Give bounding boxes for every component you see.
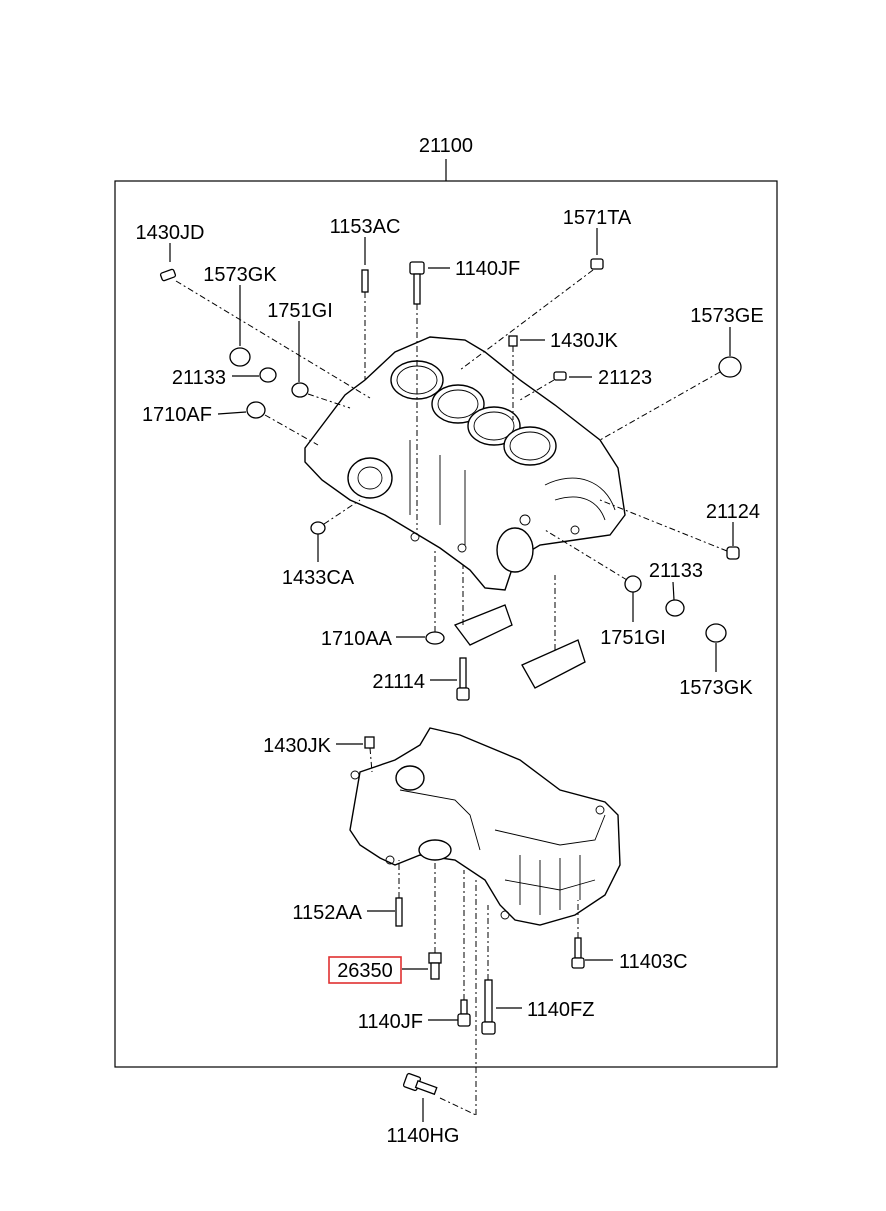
- label-1710af: 1710AF: [142, 404, 212, 426]
- label-1430jk-b: 1430JK: [263, 735, 331, 757]
- label-1430jk-a: 1430JK: [550, 330, 618, 352]
- label-21114: 21114: [372, 671, 425, 693]
- bearing-cap-2: [521, 639, 586, 689]
- label-1573gk-a: 1573GK: [203, 264, 277, 286]
- part-1433ca: [310, 521, 326, 535]
- bolt-11403c: [571, 937, 585, 969]
- label-1153ac: 1153AC: [330, 216, 401, 238]
- bolt-21114: [456, 657, 470, 701]
- dowel-pin-1430jd: [159, 268, 177, 282]
- label-1710aa: 1710AA: [321, 628, 393, 650]
- lower-crankcase: [349, 727, 621, 926]
- cylinder-block: [304, 336, 626, 591]
- label-1751gi-a: 1751GI: [267, 300, 333, 322]
- plug-21133-b: [665, 599, 685, 617]
- bolt-1140jf-bottom: [457, 999, 471, 1027]
- cap-1573gk-b: [705, 623, 727, 643]
- stud-1152aa: [395, 897, 403, 927]
- cap-1573ge: [718, 356, 742, 378]
- oring-1710aa: [425, 631, 445, 645]
- label-21123: 21123: [598, 367, 652, 389]
- assembly-frame: [114, 180, 778, 1068]
- label-1140hg: 1140HG: [386, 1125, 459, 1147]
- label-26350[interactable]: 26350: [337, 960, 393, 982]
- oring-1710af: [246, 401, 266, 419]
- label-1573ge: 1573GE: [690, 305, 763, 327]
- bolt-1140jf-top: [409, 261, 425, 305]
- label-1140fz: 1140FZ: [527, 999, 594, 1021]
- label-21133-a: 21133: [172, 367, 226, 389]
- cap-1573gk-a: [229, 347, 251, 367]
- label-1571ta: 1571TA: [563, 207, 632, 229]
- label-1140jf-a: 1140JF: [455, 258, 520, 280]
- highlight-box-26350[interactable]: [328, 956, 402, 984]
- part-21123: [553, 371, 567, 381]
- gasket-1751gi-b: [624, 575, 642, 593]
- label-11403c: 11403C: [619, 951, 688, 973]
- label-1751gi-b: 1751GI: [600, 627, 666, 649]
- label-1433ca: 1433CA: [282, 567, 355, 589]
- bolt-1140fz: [481, 979, 496, 1035]
- stud-1153ac: [361, 269, 369, 293]
- label-21133-b: 21133: [649, 560, 703, 582]
- label-1430jd: 1430JD: [136, 222, 205, 244]
- bolt-1140hg: [402, 1072, 438, 1096]
- plug-21133-a: [259, 367, 277, 383]
- assembly-label: 21100: [419, 135, 473, 157]
- label-1573gk-b: 1573GK: [679, 677, 753, 699]
- part-21124: [726, 546, 740, 560]
- plug-26350: [428, 952, 442, 980]
- bearing-cap-1: [453, 604, 513, 646]
- gasket-1751gi-a: [291, 382, 309, 398]
- label-1152aa: 1152AA: [292, 902, 362, 924]
- pin-1571ta: [590, 258, 604, 270]
- dowel-1430jk-b: [364, 736, 375, 749]
- label-21124: 21124: [706, 501, 760, 523]
- dowel-1430jk-a: [508, 335, 518, 347]
- label-1140jf-b: 1140JF: [358, 1011, 423, 1033]
